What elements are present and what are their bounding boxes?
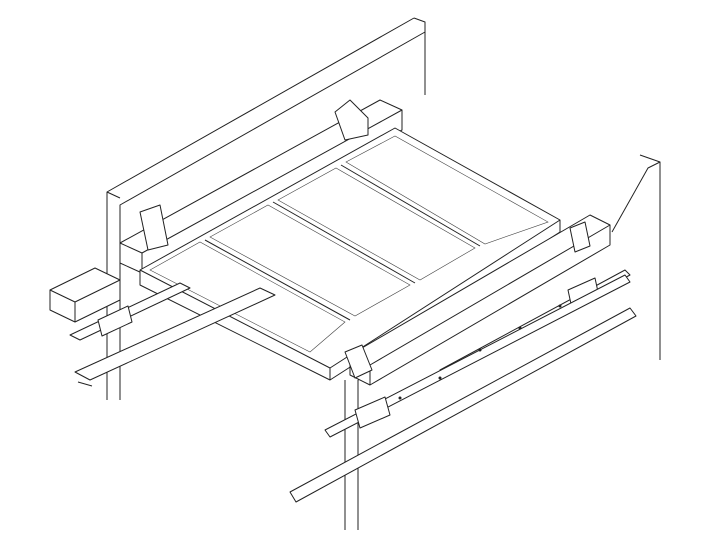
left-wall — [106, 17, 426, 400]
bracket — [139, 204, 169, 251]
left-rails — [69, 282, 276, 387]
mesh-panels — [149, 135, 549, 353]
left-support-beam — [119, 99, 403, 274]
left-end-cap — [49, 267, 121, 323]
bracket — [334, 99, 369, 141]
right-support-beam — [344, 214, 611, 386]
bracket — [344, 344, 373, 379]
bracket — [569, 221, 591, 253]
right-rails — [289, 269, 637, 503]
